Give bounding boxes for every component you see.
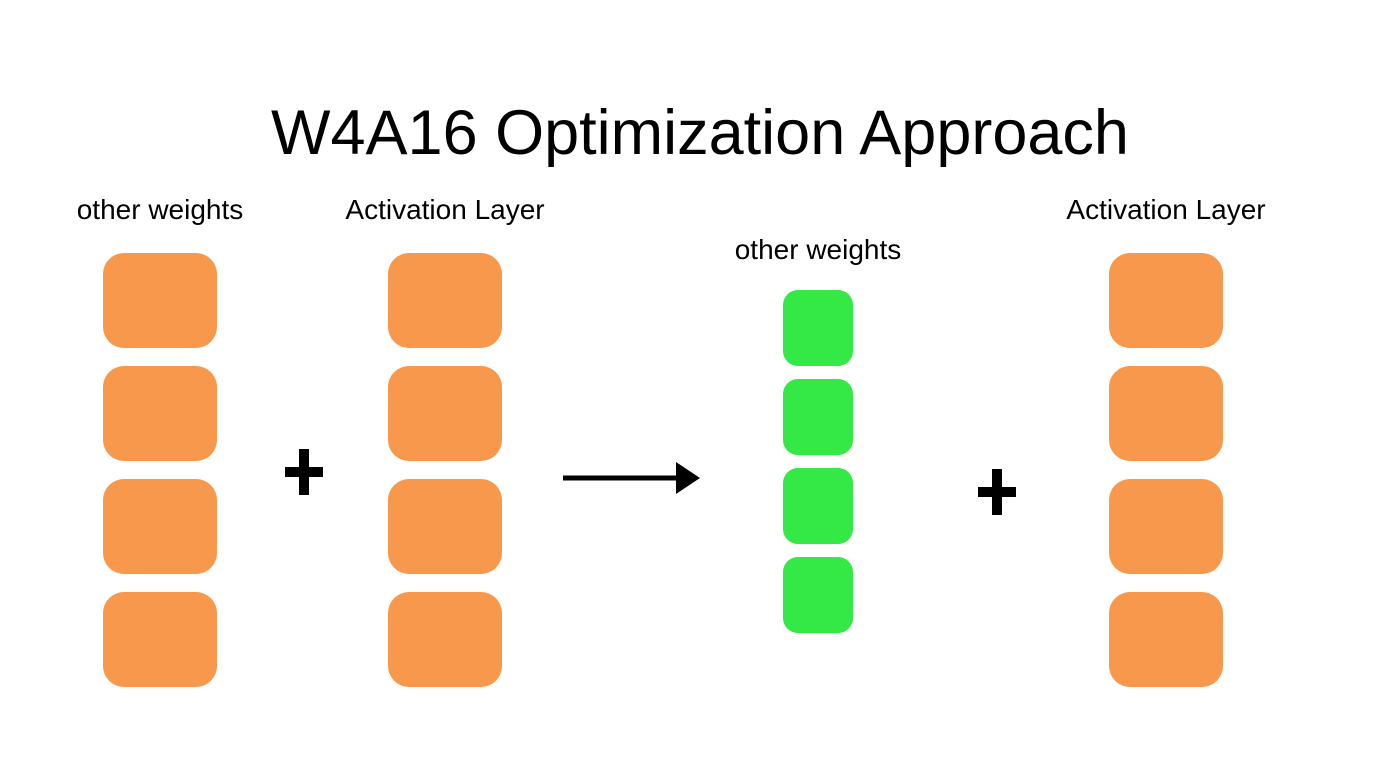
quantized-weight-block — [783, 290, 853, 366]
fp16-weight-block — [103, 479, 217, 574]
column-label: Activation Layer — [345, 194, 545, 225]
column-activation-layer-right: Activation Layer — [1016, 193, 1316, 687]
activation-block — [1109, 479, 1223, 574]
column-quantized-weights: other weights — [668, 233, 968, 633]
activation-block — [388, 479, 502, 574]
fp16-weight-block — [103, 592, 217, 687]
fp16-weight-block — [103, 366, 217, 461]
column-label: other weights — [76, 194, 244, 225]
plus-icon — [285, 449, 323, 495]
fp16-weight-block — [103, 253, 217, 348]
block-stack — [1109, 253, 1223, 687]
block-stack — [388, 253, 502, 687]
plus-icon — [978, 469, 1016, 515]
quantized-weight-block — [783, 468, 853, 544]
quantized-weight-block — [783, 379, 853, 455]
arrow-right-icon — [563, 462, 700, 494]
block-stack — [103, 253, 217, 687]
quantized-weight-block — [783, 557, 853, 633]
activation-block — [388, 592, 502, 687]
column-activation-layer-left: Activation Layer — [295, 193, 595, 687]
activation-block — [388, 253, 502, 348]
activation-block — [1109, 366, 1223, 461]
activation-block — [1109, 253, 1223, 348]
block-stack — [783, 290, 853, 633]
activation-block — [388, 366, 502, 461]
page-title: W4A16 Optimization Approach — [271, 98, 1129, 169]
column-label: other weights — [734, 234, 902, 265]
activation-block — [1109, 592, 1223, 687]
column-label: Activation Layer — [1066, 194, 1266, 225]
column-other-weights-left: other weights — [10, 193, 310, 687]
